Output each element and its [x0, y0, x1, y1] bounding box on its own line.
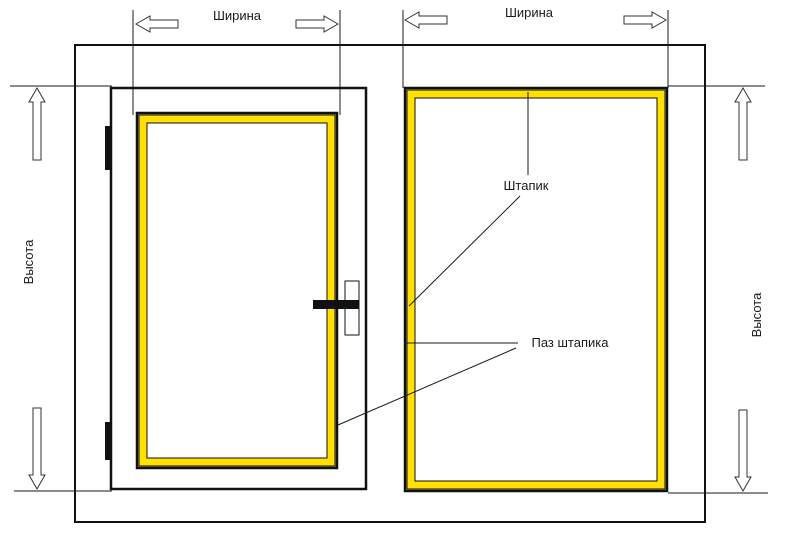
right-glass — [414, 97, 658, 482]
height-label-left: Высота — [21, 239, 36, 284]
height-arrow-left — [28, 86, 46, 491]
shtapik-label: Штапик — [504, 178, 549, 193]
lower-hinge — [105, 422, 111, 460]
width-arrow-left — [134, 15, 340, 33]
left-sash — [135, 111, 339, 470]
height-label-right: Высота — [749, 292, 764, 337]
handle-lever — [313, 300, 359, 309]
width-label-left: Ширина — [213, 8, 262, 23]
width-arrow-right — [403, 11, 668, 29]
left-glazing-bead — [139, 115, 335, 466]
outer-wall-frame — [74, 44, 706, 523]
upper-hinge — [105, 126, 111, 170]
leader-paz-to-left — [337, 347, 517, 426]
width-label-right: Ширина — [505, 5, 554, 20]
leader-shtapik-to-bead — [408, 195, 521, 307]
right-glazing-bead-outline — [406, 89, 666, 490]
left-glass — [146, 122, 328, 459]
height-arrow-right — [734, 86, 752, 493]
left-glazing-bead-outline — [138, 114, 336, 467]
paz-shtapika-label: Паз штапика — [532, 335, 610, 350]
right-glazing-bead — [407, 90, 665, 489]
left-window-frame — [109, 86, 368, 491]
right-window-frame — [403, 86, 669, 493]
